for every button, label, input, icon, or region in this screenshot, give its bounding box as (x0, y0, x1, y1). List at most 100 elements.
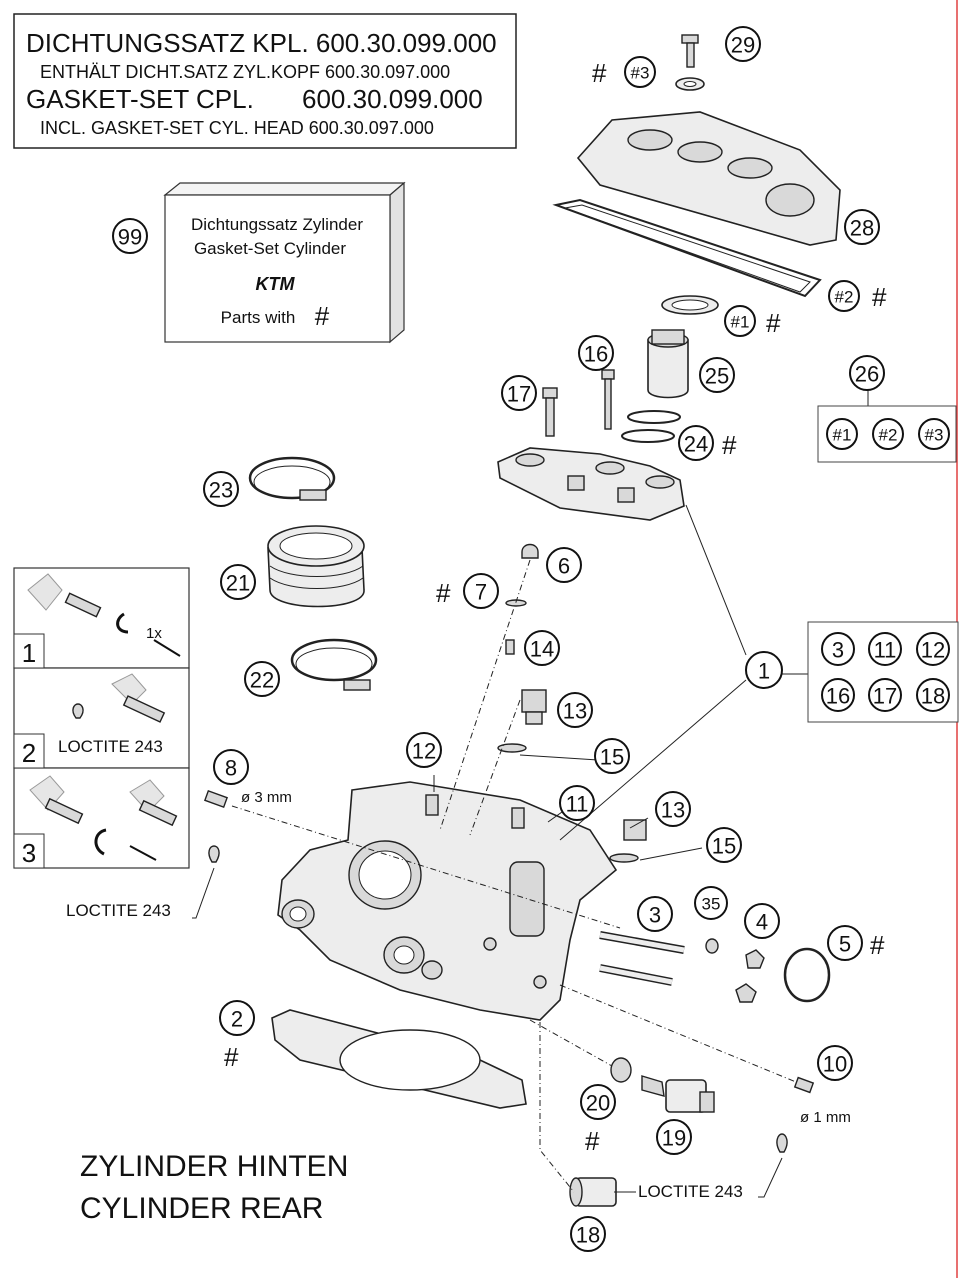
callout-1: 1 (745, 651, 783, 689)
header-line-3-left: GASKET-SET CPL. (26, 84, 254, 114)
kit-1-item-17: 17 (868, 678, 902, 712)
header-line-2: ENTHÄLT DICHT.SATZ ZYL.KOPF 600.30.097.0… (40, 62, 450, 82)
callout-14: 14 (524, 630, 560, 666)
svg-text:7: 7 (475, 580, 487, 605)
kit-26-item-1: #1 (826, 418, 858, 450)
kit-26-item-3: #3 (918, 418, 950, 450)
svg-text:14: 14 (530, 637, 554, 662)
callout-2: 2 (219, 1000, 255, 1036)
diameter-label-8: ø 3 mm (241, 789, 292, 806)
hose-clamp-lower (290, 638, 378, 691)
spark-plug-seal (661, 295, 719, 315)
valve-cover (576, 111, 841, 246)
o-ring-5 (783, 947, 831, 1003)
svg-text:19: 19 (662, 1126, 686, 1151)
svg-text:8: 8 (225, 756, 237, 781)
callout-hash1: #1 (724, 305, 756, 337)
svg-text:29: 29 (731, 33, 755, 58)
callout-28: 28 (844, 209, 880, 245)
callout-17: 17 (501, 375, 537, 411)
callout-15-lower: 15 (706, 827, 742, 863)
plug-13-lower (623, 819, 647, 841)
tube-o-rings (621, 410, 681, 443)
header-line-3-right: 600.30.099.000 (302, 84, 483, 114)
callout-13-lower: 13 (655, 791, 691, 827)
header-line-4: INCL. GASKET-SET CYL. HEAD 600.30.097.00… (40, 118, 434, 138)
svg-text:#2: #2 (879, 426, 898, 445)
step-1-note: 1x (146, 625, 162, 642)
svg-text:6: 6 (558, 554, 570, 579)
nuts-4 (735, 949, 765, 1003)
svg-text:26: 26 (855, 362, 879, 387)
svg-text:24: 24 (684, 432, 708, 457)
screw-plug-18 (569, 1177, 617, 1207)
washer-35 (705, 938, 719, 954)
svg-text:4: 4 (756, 910, 768, 935)
svg-text:1: 1 (758, 659, 770, 684)
cap-nut-6 (521, 543, 539, 559)
callout-15-upper: 15 (594, 738, 630, 774)
header-line-1: DICHTUNGSSATZ KPL. 600.30.099.000 (26, 28, 497, 58)
leader-lines (192, 384, 869, 1198)
camshaft-bridge-bolts (542, 369, 615, 437)
callout-13-upper: 13 (557, 692, 593, 728)
callout-23: 23 (203, 471, 239, 507)
callout-3: 3 (637, 896, 673, 932)
pin-14 (505, 639, 515, 655)
washer-15-upper (497, 743, 527, 753)
svg-text:13: 13 (563, 699, 587, 724)
svg-text:#3: #3 (631, 64, 650, 83)
svg-text:12: 12 (412, 739, 436, 764)
svg-text:20: 20 (586, 1091, 610, 1116)
svg-text:15: 15 (600, 745, 624, 770)
callout-8: 8 (213, 749, 249, 785)
kit-26-item-2: #2 (872, 418, 904, 450)
title-german: ZYLINDER HINTEN (80, 1150, 348, 1183)
svg-text:2: 2 (231, 1007, 243, 1032)
callout-4: 4 (744, 903, 780, 939)
callout-24: 24 (678, 425, 714, 461)
ktm-logo: KTM (256, 274, 296, 294)
hash-mark-5: # (870, 930, 885, 960)
svg-text:99: 99 (118, 225, 142, 250)
svg-text:35: 35 (702, 895, 721, 914)
gasket-set-complete-box: DICHTUNGSSATZ KPL. 600.30.099.000 ENTHÄL… (13, 13, 517, 149)
stud-bolts (599, 931, 685, 986)
svg-text:15: 15 (712, 834, 736, 859)
hash-mark-2b: # (224, 1042, 239, 1072)
svg-text:3: 3 (832, 638, 844, 663)
title-english: CYLINDER REAR (80, 1192, 323, 1225)
svg-text:#3: #3 (925, 426, 944, 445)
svg-text:#1: #1 (731, 313, 750, 332)
kit-1-item-18: 18 (916, 678, 950, 712)
loctite-label-left: LOCTITE 243 (66, 901, 171, 920)
jet-screw-8 (203, 789, 229, 863)
callout-21: 21 (220, 564, 256, 600)
svg-text:28: 28 (850, 216, 874, 241)
hash-mark-7: # (436, 578, 451, 608)
sealing-washer-20 (610, 1057, 632, 1083)
hose-clamp-upper (248, 456, 336, 501)
callout-7: 7 (463, 573, 499, 609)
step-2-label: LOCTITE 243 (58, 737, 163, 756)
svg-text:11: 11 (874, 638, 897, 663)
callout-16: 16 (578, 335, 614, 371)
hash-mark-1: # (766, 308, 781, 338)
svg-text:16: 16 (584, 342, 608, 367)
step-3-number: 3 (22, 838, 36, 868)
head-gasket (271, 1009, 527, 1109)
callout-26: 26 (849, 355, 885, 391)
callout-20: 20 (580, 1084, 616, 1120)
intake-rubber (267, 525, 365, 608)
svg-text:10: 10 (823, 1052, 847, 1077)
svg-text:23: 23 (209, 478, 233, 503)
spark-plug-tube (647, 329, 689, 399)
callout-11: 11 (559, 785, 595, 821)
svg-text:17: 17 (873, 684, 897, 709)
callout-25: 25 (699, 357, 735, 393)
callout-6: 6 (546, 547, 582, 583)
callout-5: 5 (827, 925, 863, 961)
callout-29: 29 (725, 26, 761, 62)
cylinder-head (277, 781, 618, 1021)
callout-hash2: #2 (828, 280, 860, 312)
